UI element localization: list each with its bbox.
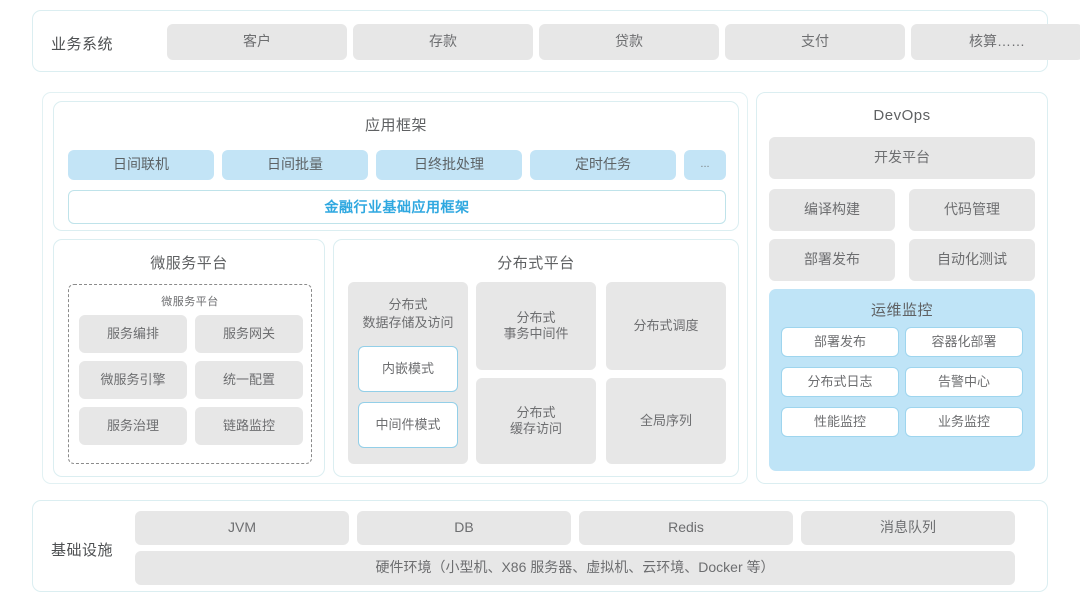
app-chip-1[interactable]: 日间批量 bbox=[222, 150, 368, 180]
dist-chip-1[interactable]: 分布式调度 bbox=[606, 282, 726, 370]
infrastructure-row: 基础设施 JVM DB Redis 消息队列 硬件环境（小型机、X86 服务器、… bbox=[32, 500, 1048, 592]
micro-chip-5[interactable]: 链路监控 bbox=[195, 407, 303, 445]
business-chip-0[interactable]: 客户 bbox=[167, 24, 347, 60]
ops-chip-2[interactable]: 分布式日志 bbox=[781, 367, 899, 397]
infra-chip-3[interactable]: 消息队列 bbox=[801, 511, 1015, 545]
business-chip-1[interactable]: 存款 bbox=[353, 24, 533, 60]
microservice-platform-panel: 微服务平台 微服务平台 服务编排 服务网关 微服务引擎 统一配置 服务治理 链路… bbox=[53, 239, 325, 477]
ops-chip-0[interactable]: 部署发布 bbox=[781, 327, 899, 357]
devops-chip-4[interactable]: 自动化测试 bbox=[909, 239, 1035, 281]
business-chip-3[interactable]: 支付 bbox=[725, 24, 905, 60]
platform-group: 应用框架 日间联机 日间批量 日终批处理 定时任务 ... 金融行业基础应用框架… bbox=[42, 92, 748, 484]
app-chip-3[interactable]: 定时任务 bbox=[530, 150, 676, 180]
devops-title: DevOps bbox=[873, 107, 931, 124]
distributed-data-storage-card: 分布式 数据存储及访问 内嵌模式 中间件模式 bbox=[348, 282, 468, 464]
distributed-platform-panel: 分布式平台 分布式 数据存储及访问 内嵌模式 中间件模式 分布式 事务中间件 分… bbox=[333, 239, 739, 477]
dist-chip-3[interactable]: 全局序列 bbox=[606, 378, 726, 464]
ops-chip-4[interactable]: 性能监控 bbox=[781, 407, 899, 437]
distributed-platform-title: 分布式平台 bbox=[497, 255, 575, 272]
ops-chip-3[interactable]: 告警中心 bbox=[905, 367, 1023, 397]
app-chip-2[interactable]: 日终批处理 bbox=[376, 150, 522, 180]
infra-chip-2[interactable]: Redis bbox=[579, 511, 793, 545]
micro-chip-1[interactable]: 服务网关 bbox=[195, 315, 303, 353]
hardware-environment-chip[interactable]: 硬件环境（小型机、X86 服务器、虚拟机、云环境、Docker 等） bbox=[135, 551, 1015, 585]
microservice-inner-dashed-box: 微服务平台 服务编排 服务网关 微服务引擎 统一配置 服务治理 链路监控 bbox=[68, 284, 312, 464]
business-systems-label: 业务系统 bbox=[51, 36, 114, 53]
ops-monitoring-panel: 运维监控 部署发布 容器化部署 分布式日志 告警中心 性能监控 业务监控 bbox=[769, 289, 1035, 471]
business-chip-4[interactable]: 核算…… bbox=[911, 24, 1080, 60]
infra-chip-1[interactable]: DB bbox=[357, 511, 571, 545]
micro-chip-2[interactable]: 微服务引擎 bbox=[79, 361, 187, 399]
devops-chip-2[interactable]: 代码管理 bbox=[909, 189, 1035, 231]
application-framework-panel: 应用框架 日间联机 日间批量 日终批处理 定时任务 ... 金融行业基础应用框架 bbox=[53, 101, 739, 231]
microservice-platform-title: 微服务平台 bbox=[150, 255, 228, 272]
dist-mode-chip-0[interactable]: 内嵌模式 bbox=[358, 346, 458, 392]
devops-chip-1[interactable]: 编译构建 bbox=[769, 189, 895, 231]
devops-chip-0[interactable]: 开发平台 bbox=[769, 137, 1035, 179]
distributed-data-storage-title: 分布式 数据存储及访问 bbox=[362, 297, 454, 330]
micro-chip-4[interactable]: 服务治理 bbox=[79, 407, 187, 445]
dist-mode-chip-1[interactable]: 中间件模式 bbox=[358, 402, 458, 448]
ops-chip-1[interactable]: 容器化部署 bbox=[905, 327, 1023, 357]
devops-chip-3[interactable]: 部署发布 bbox=[769, 239, 895, 281]
ops-monitoring-title: 运维监控 bbox=[870, 302, 933, 319]
financial-base-framework-bar[interactable]: 金融行业基础应用框架 bbox=[68, 190, 726, 224]
app-chip-more[interactable]: ... bbox=[684, 150, 726, 180]
ops-chip-5[interactable]: 业务监控 bbox=[905, 407, 1023, 437]
dist-chip-2[interactable]: 分布式 缓存访问 bbox=[476, 378, 596, 464]
infrastructure-label: 基础设施 bbox=[51, 542, 114, 559]
infra-chip-0[interactable]: JVM bbox=[135, 511, 349, 545]
microservice-inner-title: 微服务平台 bbox=[161, 296, 219, 308]
app-chip-0[interactable]: 日间联机 bbox=[68, 150, 214, 180]
devops-panel: DevOps 开发平台 编译构建 代码管理 部署发布 自动化测试 运维监控 部署… bbox=[756, 92, 1048, 484]
micro-chip-0[interactable]: 服务编排 bbox=[79, 315, 187, 353]
business-chip-2[interactable]: 贷款 bbox=[539, 24, 719, 60]
business-systems-row: 业务系统 客户 存款 贷款 支付 核算…… bbox=[32, 10, 1080, 72]
application-framework-title: 应用框架 bbox=[364, 117, 427, 134]
micro-chip-3[interactable]: 统一配置 bbox=[195, 361, 303, 399]
dist-chip-0[interactable]: 分布式 事务中间件 bbox=[476, 282, 596, 370]
